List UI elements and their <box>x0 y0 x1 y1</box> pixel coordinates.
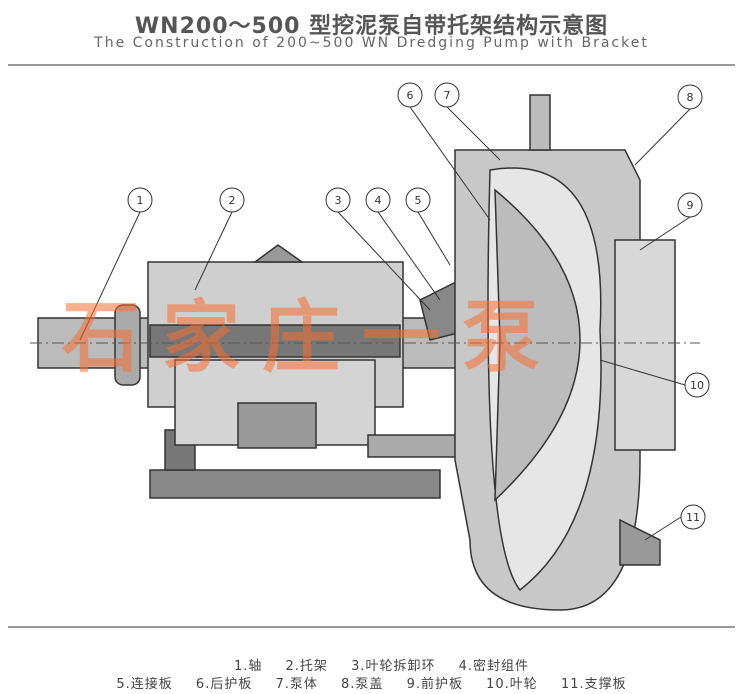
legend-item: 4.密封组件 <box>458 659 530 674</box>
diagram-frame <box>8 64 735 628</box>
legend-item: 10.叶轮 <box>486 677 538 692</box>
legend-item: 11.支撑板 <box>560 677 627 692</box>
legend-item: 9.前护板 <box>406 677 463 692</box>
callout-5: 5 <box>415 194 422 207</box>
pump-cover <box>614 239 676 451</box>
callout-9: 9 <box>687 199 694 212</box>
legend-item: 8.泵盖 <box>341 677 384 692</box>
callout-4: 4 <box>375 194 382 207</box>
callout-2: 2 <box>229 194 236 207</box>
impeller <box>494 188 581 502</box>
legend-item: 5.连接板 <box>116 677 173 692</box>
callout-1: 1 <box>137 194 144 207</box>
watermark: 石家庄一泵 <box>62 292 563 383</box>
callout-8: 8 <box>687 91 694 104</box>
title-english: The Construction of 200~500 WN Dredging … <box>94 35 649 51</box>
lifting-lug <box>252 244 305 263</box>
coupling <box>114 304 141 386</box>
callout-3: 3 <box>335 194 342 207</box>
legend-item: 1.轴 <box>233 659 263 674</box>
callout-6: 6 <box>407 89 414 102</box>
legend-item: 2.托架 <box>285 659 328 674</box>
callout-7: 7 <box>444 89 451 102</box>
legend-item: 3.叶轮拆卸环 <box>351 659 436 674</box>
title-chinese: WN200～500 型挖泥泵自带托架结构示意图 <box>134 14 609 39</box>
support-plate <box>619 518 661 566</box>
callout-11: 11 <box>686 511 700 524</box>
legend-row-2: 5.连接板 6.后护板 7.泵体 8.泵盖 9.前护板 10.叶轮 11.支撑板 <box>0 673 743 692</box>
legend-item: 6.后护板 <box>195 677 253 692</box>
callout-10: 10 <box>690 379 704 392</box>
legend-row-1: 1.轴 2.托架 3.叶轮拆卸环 4.密封组件 <box>0 655 743 674</box>
bracket-base <box>149 469 441 499</box>
legend-item: 7.泵体 <box>275 677 318 692</box>
